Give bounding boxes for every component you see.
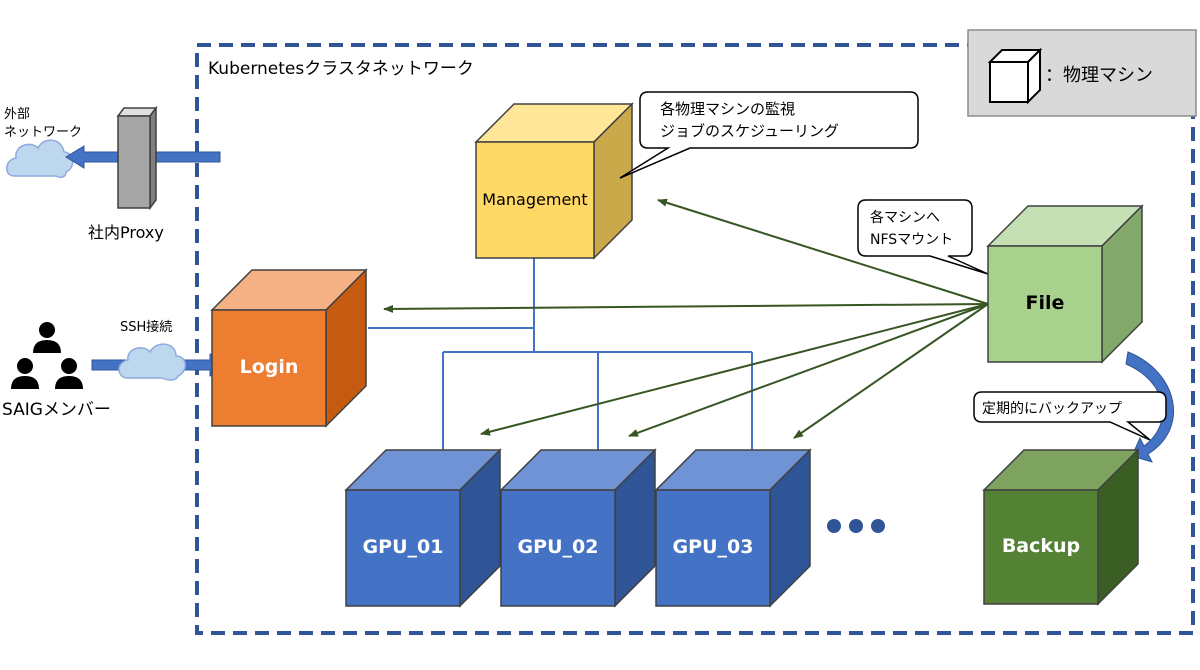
- members-icon: [11, 322, 83, 389]
- management-callout: 各物理マシンの監視 ジョブのスケジューリング: [619, 91, 919, 179]
- file-label: File: [1026, 292, 1065, 314]
- login-node: Login: [210, 268, 368, 428]
- ssh-cloud-icon: [118, 343, 186, 381]
- gpu-01-node: GPU_01: [344, 448, 502, 608]
- external-label-line2: ネットワーク: [4, 125, 82, 140]
- nfs-callout: 各マシンへ NFSマウント: [857, 199, 989, 275]
- login-label: Login: [240, 356, 299, 378]
- more-gpus-ellipsis: [827, 519, 885, 533]
- gpu-02-label: GPU_02: [518, 536, 599, 558]
- nfs-callout-line2: NFSマウント: [870, 232, 953, 248]
- legend-cube-icon: [987, 47, 1043, 105]
- external-cloud-icon: [6, 139, 74, 178]
- backup-label: Backup: [1002, 535, 1080, 557]
- ssh-label: SSH接続: [120, 319, 172, 335]
- external-label-line1: 外部: [4, 107, 30, 122]
- members-label: SAIGメンバー: [2, 400, 111, 420]
- gpu-02-node: GPU_02: [499, 448, 657, 608]
- nfs-arrows: [383, 198, 989, 439]
- management-callout-line2: ジョブのスケジューリング: [660, 122, 839, 140]
- proxy-server-icon: [116, 105, 158, 211]
- backup-callout: 定期的にバックアップ: [973, 391, 1167, 441]
- legend: ：物理マシン: [967, 29, 1197, 117]
- gpu-01-label: GPU_01: [363, 536, 444, 558]
- cluster-title: Kubernetesクラスタネットワーク: [208, 59, 474, 79]
- proxy-label: 社内Proxy: [88, 223, 164, 242]
- file-node: File: [986, 204, 1144, 364]
- legend-label: ：物理マシン: [1045, 65, 1153, 86]
- gpu-03-label: GPU_03: [673, 536, 754, 558]
- management-node: Management: [474, 102, 634, 260]
- management-callout-line1: 各物理マシンの監視: [660, 100, 795, 118]
- backup-node: Backup: [982, 448, 1140, 606]
- network-links: [368, 258, 753, 452]
- management-label: Management: [482, 190, 587, 209]
- gpu-03-node: GPU_03: [654, 448, 812, 608]
- cluster-border: [195, 43, 1195, 635]
- nfs-callout-line1: 各マシンへ: [870, 210, 940, 226]
- backup-callout-text: 定期的にバックアップ: [982, 401, 1122, 417]
